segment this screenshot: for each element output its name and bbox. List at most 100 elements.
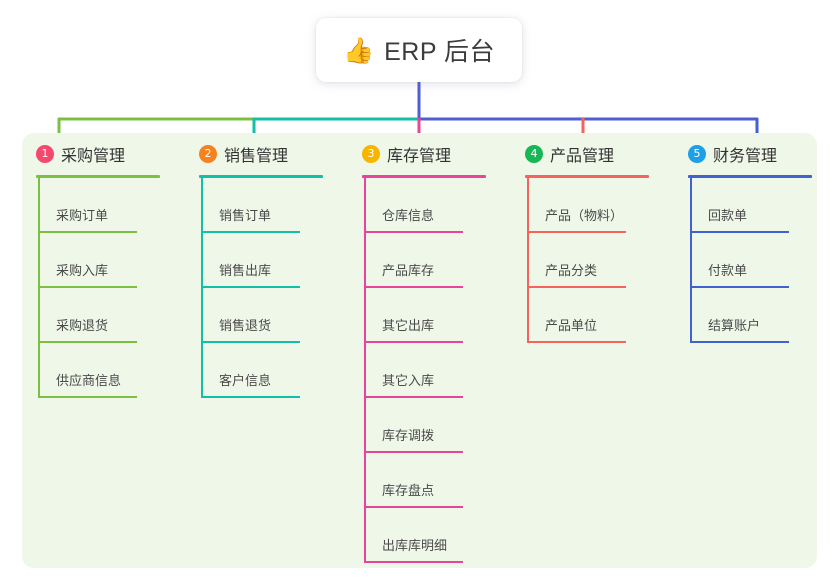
branch-item-underline bbox=[690, 341, 789, 343]
branch-item-label: 采购退货 bbox=[56, 318, 109, 333]
branch-item-label: 采购订单 bbox=[56, 208, 109, 223]
branch-item[interactable]: 结算账户 bbox=[674, 288, 837, 343]
branch-item-underline bbox=[364, 341, 463, 343]
branch-item[interactable]: 其它出库 bbox=[348, 288, 511, 343]
branch-badge-4: 4 bbox=[525, 145, 543, 163]
thumbs-up-icon: 👍 bbox=[342, 36, 375, 65]
branch-item-label: 产品库存 bbox=[382, 263, 435, 278]
branch-header-underline bbox=[199, 175, 323, 178]
branch-header-underline bbox=[36, 175, 160, 178]
branch-item-label: 其它入库 bbox=[382, 373, 435, 388]
branch-item-label: 产品分类 bbox=[545, 263, 598, 278]
branch-item-label: 产品（物料） bbox=[545, 208, 624, 223]
branch-item-underline bbox=[364, 286, 463, 288]
branch-item-label: 销售订单 bbox=[219, 208, 272, 223]
branch-item[interactable]: 采购入库 bbox=[22, 233, 185, 288]
branch-item-label: 采购入库 bbox=[56, 263, 109, 278]
branch-item-label: 库存盘点 bbox=[382, 483, 435, 498]
branch-item-underline bbox=[364, 451, 463, 453]
branch-item[interactable]: 采购订单 bbox=[22, 178, 185, 233]
branch-badge-3: 3 bbox=[362, 145, 380, 163]
branch-item-label: 回款单 bbox=[708, 208, 748, 223]
branch-column-2: 2 销售管理销售订单销售出库销售退货客户信息 bbox=[185, 133, 348, 568]
branch-spine bbox=[527, 178, 529, 343]
branch-item[interactable]: 销售退货 bbox=[185, 288, 348, 343]
branch-column-3: 3 库存管理仓库信息产品库存其它出库其它入库库存调拨库存盘点出库库明细 bbox=[348, 133, 511, 568]
branch-item-label: 结算账户 bbox=[708, 318, 761, 333]
branch-item-label: 客户信息 bbox=[219, 373, 272, 388]
branch-item[interactable]: 产品（物料） bbox=[511, 178, 674, 233]
branch-item[interactable]: 销售订单 bbox=[185, 178, 348, 233]
branch-item[interactable]: 产品分类 bbox=[511, 233, 674, 288]
branch-item-list: 产品（物料） 产品分类产品单位 bbox=[511, 178, 674, 343]
branch-header-2[interactable]: 2 销售管理 bbox=[199, 133, 348, 175]
branch-header-label: 库存管理 bbox=[387, 148, 452, 165]
branch-item-underline bbox=[364, 231, 463, 233]
branch-item-underline bbox=[38, 396, 137, 398]
branch-item-label: 库存调拨 bbox=[382, 428, 435, 443]
branch-item-label: 付款单 bbox=[708, 263, 748, 278]
branch-item-label: 供应商信息 bbox=[56, 373, 122, 388]
root-node-label: ERP 后台 bbox=[384, 38, 496, 66]
branch-item-underline bbox=[38, 341, 137, 343]
branch-item-underline bbox=[201, 341, 300, 343]
branch-item-underline bbox=[364, 506, 463, 508]
branch-header-4[interactable]: 4 产品管理 bbox=[525, 133, 674, 175]
branch-item-label: 销售退货 bbox=[219, 318, 272, 333]
branch-badge-2: 2 bbox=[199, 145, 217, 163]
branch-item[interactable]: 销售出库 bbox=[185, 233, 348, 288]
branch-item-label: 仓库信息 bbox=[382, 208, 435, 223]
branch-item[interactable]: 回款单 bbox=[674, 178, 837, 233]
branch-item-underline bbox=[201, 396, 300, 398]
branch-item-underline bbox=[364, 561, 463, 563]
branch-item[interactable]: 付款单 bbox=[674, 233, 837, 288]
branch-item[interactable]: 仓库信息 bbox=[348, 178, 511, 233]
root-node-erp-backend[interactable]: 👍 ERP 后台 bbox=[316, 18, 522, 82]
branch-item[interactable]: 供应商信息 bbox=[22, 343, 185, 398]
branch-item-underline bbox=[690, 286, 789, 288]
branch-item-underline bbox=[201, 231, 300, 233]
branch-item[interactable]: 产品单位 bbox=[511, 288, 674, 343]
branch-item-underline bbox=[527, 231, 626, 233]
branch-item[interactable]: 产品库存 bbox=[348, 233, 511, 288]
branch-header-label: 销售管理 bbox=[224, 148, 289, 165]
branch-item[interactable]: 客户信息 bbox=[185, 343, 348, 398]
branch-item-label: 其它出库 bbox=[382, 318, 435, 333]
branch-column-4: 4 产品管理产品（物料） 产品分类产品单位 bbox=[511, 133, 674, 568]
branch-item[interactable]: 库存调拨 bbox=[348, 398, 511, 453]
branch-item-underline bbox=[201, 286, 300, 288]
branch-item-underline bbox=[364, 396, 463, 398]
branch-spine bbox=[690, 178, 692, 343]
branch-header-3[interactable]: 3 库存管理 bbox=[362, 133, 511, 175]
branch-item-label: 出库库明细 bbox=[382, 538, 448, 553]
branch-item[interactable]: 采购退货 bbox=[22, 288, 185, 343]
branch-column-5: 5 财务管理回款单付款单结算账户 bbox=[674, 133, 837, 568]
branch-item-list: 采购订单采购入库采购退货供应商信息 bbox=[22, 178, 185, 398]
branch-item[interactable]: 出库库明细 bbox=[348, 508, 511, 563]
branch-header-label: 产品管理 bbox=[550, 148, 615, 165]
branch-item-underline bbox=[527, 341, 626, 343]
branch-item-list: 销售订单销售出库销售退货客户信息 bbox=[185, 178, 348, 398]
branch-item-list: 仓库信息产品库存其它出库其它入库库存调拨库存盘点出库库明细 bbox=[348, 178, 511, 563]
branch-spine bbox=[201, 178, 203, 398]
branch-item-label: 销售出库 bbox=[219, 263, 272, 278]
branch-item-underline bbox=[38, 286, 137, 288]
branch-header-label: 采购管理 bbox=[61, 148, 126, 165]
branch-item[interactable]: 其它入库 bbox=[348, 343, 511, 398]
branch-header-underline bbox=[525, 175, 649, 178]
branch-spine bbox=[364, 178, 366, 563]
branch-header-5[interactable]: 5 财务管理 bbox=[688, 133, 837, 175]
branch-badge-5: 5 bbox=[688, 145, 706, 163]
branch-item-label: 产品单位 bbox=[545, 318, 598, 333]
branch-header-label: 财务管理 bbox=[713, 148, 778, 165]
branch-header-underline bbox=[688, 175, 812, 178]
branch-item-list: 回款单付款单结算账户 bbox=[674, 178, 837, 343]
branch-item-underline bbox=[527, 286, 626, 288]
branches-panel bbox=[22, 133, 817, 568]
branch-item[interactable]: 库存盘点 bbox=[348, 453, 511, 508]
branch-header-underline bbox=[362, 175, 486, 178]
